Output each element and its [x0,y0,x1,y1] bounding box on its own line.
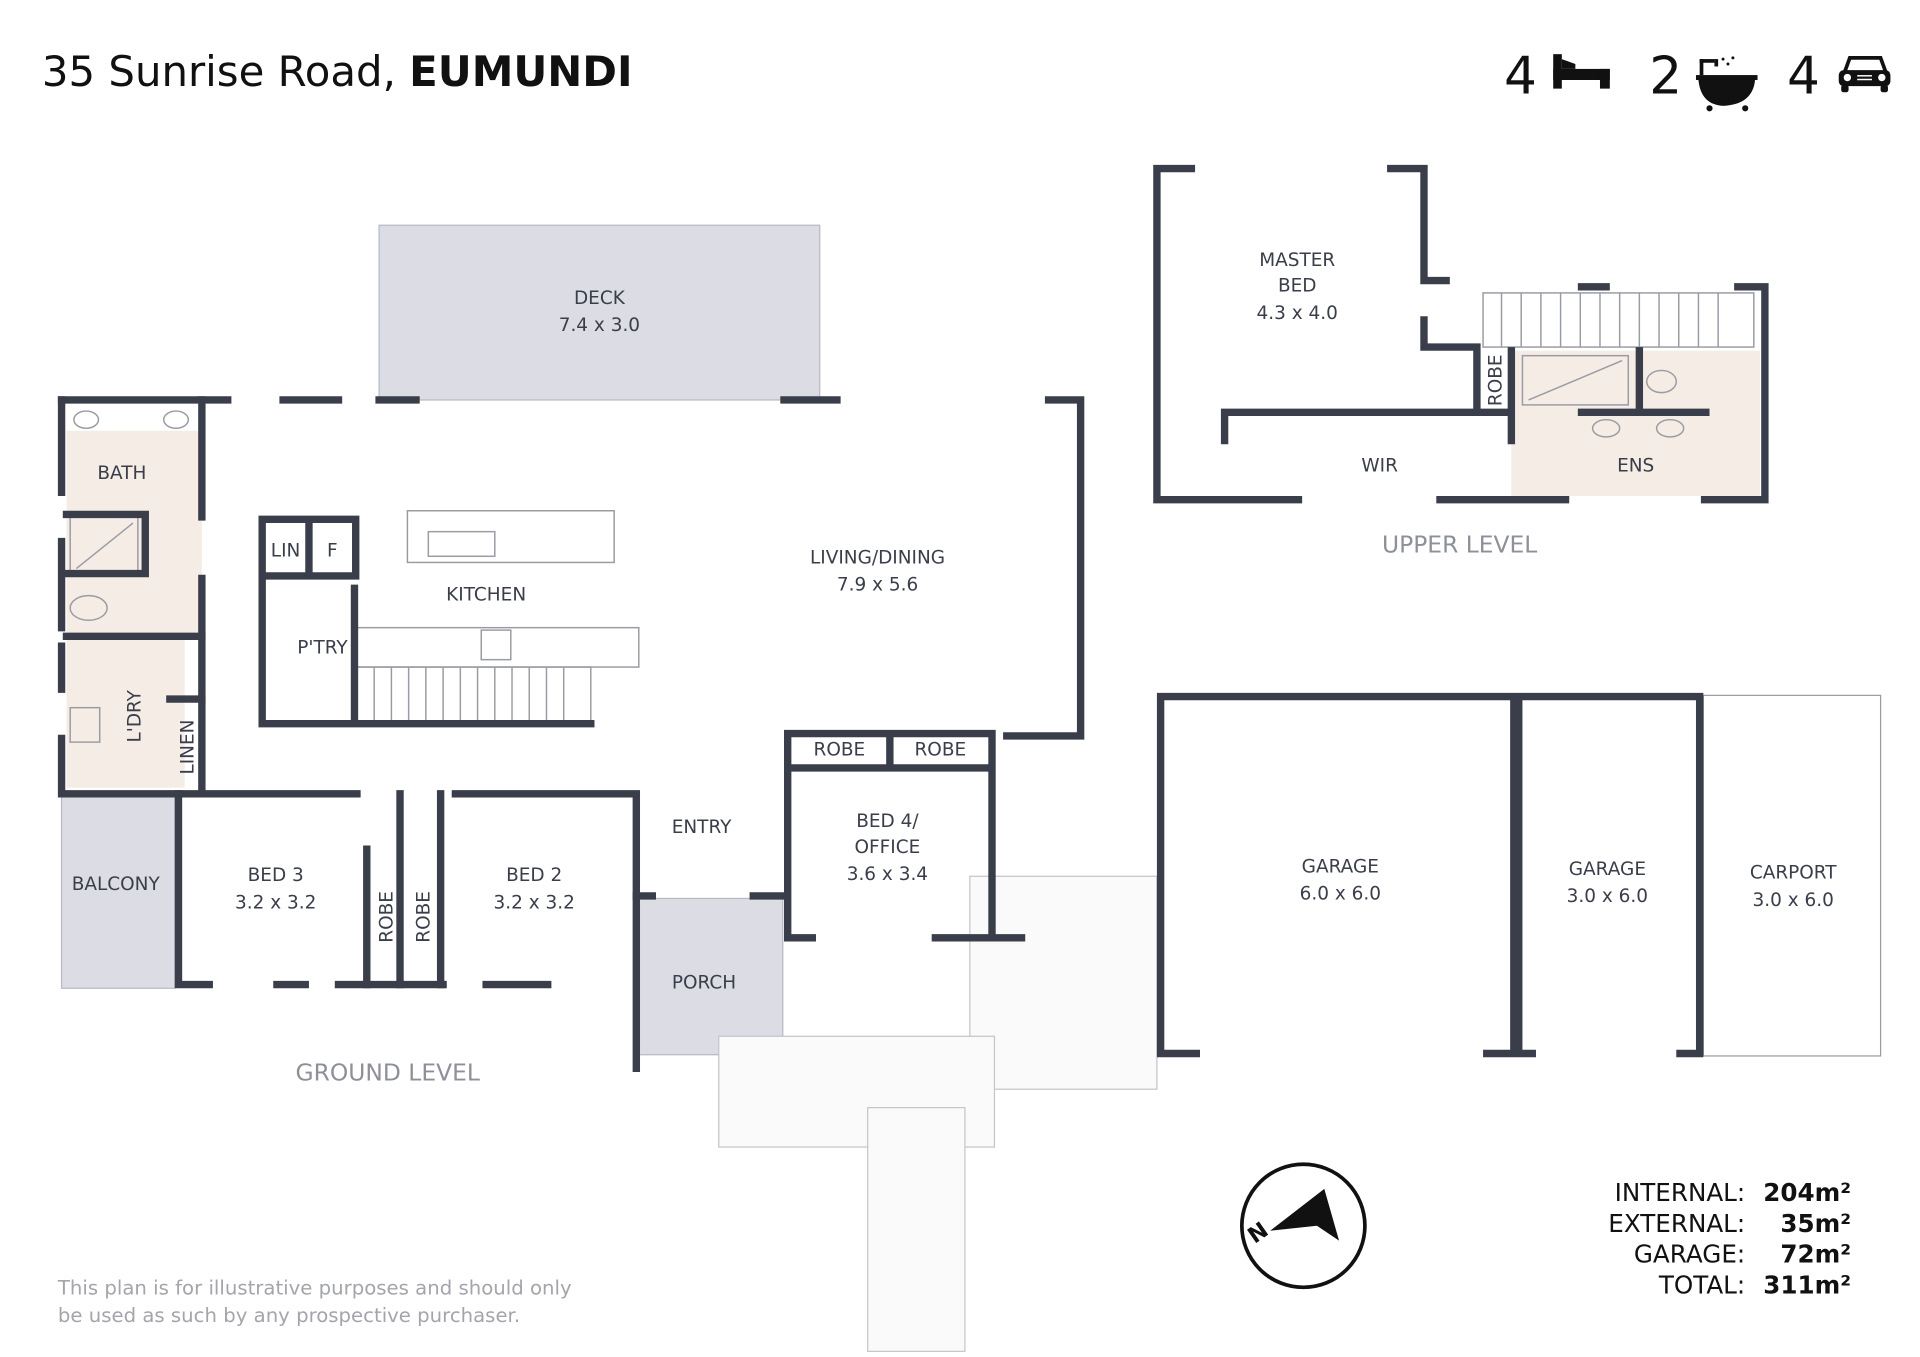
upper-level-label: UPPER LEVEL [1382,531,1537,559]
svg-text:GARAGE: GARAGE [1302,857,1379,878]
svg-text:LINEN: LINEN [177,720,198,775]
svg-text:BED 4/: BED 4/ [856,811,919,832]
svg-text:TOTAL:: TOTAL: [1658,1270,1745,1299]
svg-text:204m²: 204m² [1763,1178,1851,1207]
side-deck [969,875,1158,1090]
ground-level-label: GROUND LEVEL [296,1059,480,1087]
svg-text:ENS: ENS [1617,455,1654,476]
svg-text:7.4 x 3.0: 7.4 x 3.0 [559,315,640,336]
balcony-area [60,793,176,989]
svg-text:BALCONY: BALCONY [72,874,161,895]
bed-icon [1553,54,1610,89]
svg-text:KITCHEN: KITCHEN [446,585,526,606]
svg-text:OFFICE: OFFICE [855,837,921,858]
disclaimer-line-2: be used as such by any prospective purch… [58,1304,520,1327]
svg-text:BED 3: BED 3 [248,865,304,886]
stairs-ground [356,666,592,725]
svg-text:LIVING/DINING: LIVING/DINING [810,548,945,569]
svg-text:INTERNAL:: INTERNAL: [1615,1178,1746,1207]
svg-text:BED: BED [1278,276,1317,297]
svg-text:LIN: LIN [271,540,301,561]
bathtub-icon [1695,56,1758,112]
svg-text:ROBE: ROBE [1486,354,1507,406]
svg-text:72m²: 72m² [1780,1240,1851,1269]
svg-text:3.2 x 3.2: 3.2 x 3.2 [493,892,574,913]
garage-walls [1156,692,1704,1058]
svg-text:BED 2: BED 2 [506,865,562,886]
svg-text:3.0 x 6.0: 3.0 x 6.0 [1753,890,1834,911]
svg-text:PORCH: PORCH [672,972,736,993]
ground-walls [57,396,1085,1072]
svg-text:7.9 x 5.6: 7.9 x 5.6 [837,575,918,596]
area-summary: INTERNAL: 204m² EXTERNAL: 35m² GARAGE: 72m²… [1608,1178,1851,1299]
svg-text:311m²: 311m² [1763,1270,1851,1299]
car-icon [1838,55,1891,93]
svg-text:EXTERNAL:: EXTERNAL: [1608,1209,1745,1238]
svg-text:L'DRY: L'DRY [124,689,145,742]
svg-text:ENTRY: ENTRY [672,817,732,838]
svg-text:MASTER: MASTER [1259,250,1335,271]
stairs-upper [1482,292,1755,348]
svg-text:6.0 x 6.0: 6.0 x 6.0 [1300,884,1381,905]
compass-icon: N [1239,1162,1367,1290]
svg-text:ROBE: ROBE [814,740,866,761]
property-address: 35 Sunrise Road, EUMUNDI [42,47,633,96]
svg-text:ROBE: ROBE [377,891,398,943]
parking-count: 4 [1787,47,1820,107]
bedroom-count: 4 [1504,47,1537,107]
svg-text:3.6 x 3.4: 3.6 x 3.4 [847,864,928,885]
svg-text:F: F [327,540,338,561]
svg-text:4.3 x 4.0: 4.3 x 4.0 [1257,303,1338,324]
walkway [867,1107,966,1352]
svg-text:GARAGE:: GARAGE: [1634,1240,1745,1269]
deck-area [378,224,821,401]
svg-text:P'TRY: P'TRY [297,638,348,659]
bathroom-count: 2 [1649,47,1682,107]
disclaimer-line-1: This plan is for illustrative purposes a… [57,1277,572,1300]
svg-text:GARAGE: GARAGE [1569,859,1646,880]
svg-text:3.0 x 6.0: 3.0 x 6.0 [1567,886,1648,907]
svg-text:ROBE: ROBE [414,891,435,943]
svg-text:DECK: DECK [574,288,626,309]
svg-text:ROBE: ROBE [914,740,966,761]
svg-text:35m²: 35m² [1780,1209,1851,1238]
svg-text:BATH: BATH [97,463,146,484]
svg-text:WIR: WIR [1361,455,1398,476]
upper-walls [1153,164,1769,504]
room-labels: DECK 7.4 x 3.0 BATH LIN F KITCHEN P'TRY … [72,250,1838,993]
svg-text:CARPORT: CARPORT [1750,863,1837,884]
svg-text:3.2 x 3.2: 3.2 x 3.2 [235,892,316,913]
